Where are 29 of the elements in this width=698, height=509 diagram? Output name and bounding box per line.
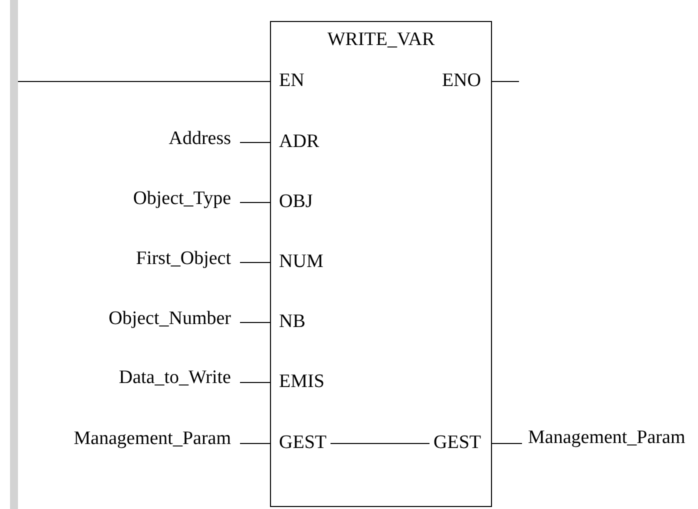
pin-label: EN [271, 69, 308, 93]
pin-label: NUM [271, 250, 328, 274]
connector-line [240, 142, 272, 143]
variable-label: Management_Param [74, 427, 240, 451]
pin-label: ENO [438, 69, 491, 93]
variable-label: Management_Param [522, 426, 686, 450]
connector-line [490, 443, 522, 444]
block-title: WRITE_VAR [326, 28, 436, 52]
pin-label: EMIS [271, 370, 328, 394]
variable-label: Object_Number [108, 307, 240, 331]
variable-label: First_Object [136, 247, 240, 271]
connector-line [240, 202, 272, 203]
pin-label: GEST [430, 431, 491, 455]
variable-label: Object_Type [133, 187, 240, 211]
function-block [270, 21, 492, 507]
connector-line [330, 443, 430, 444]
variable-label: Data_to_Write [118, 366, 240, 390]
pin-label: GEST [271, 431, 330, 455]
connector-line [240, 382, 272, 383]
connector-line [18, 81, 272, 82]
connector-line [240, 443, 272, 444]
variable-label: Address [168, 127, 240, 151]
connector-line [490, 81, 520, 82]
pin-label: OBJ [271, 190, 317, 214]
power-rail [10, 0, 18, 509]
connector-line [240, 322, 272, 323]
connector-line [240, 262, 272, 263]
pin-label: ADR [271, 130, 324, 154]
pin-label: NB [271, 310, 310, 334]
